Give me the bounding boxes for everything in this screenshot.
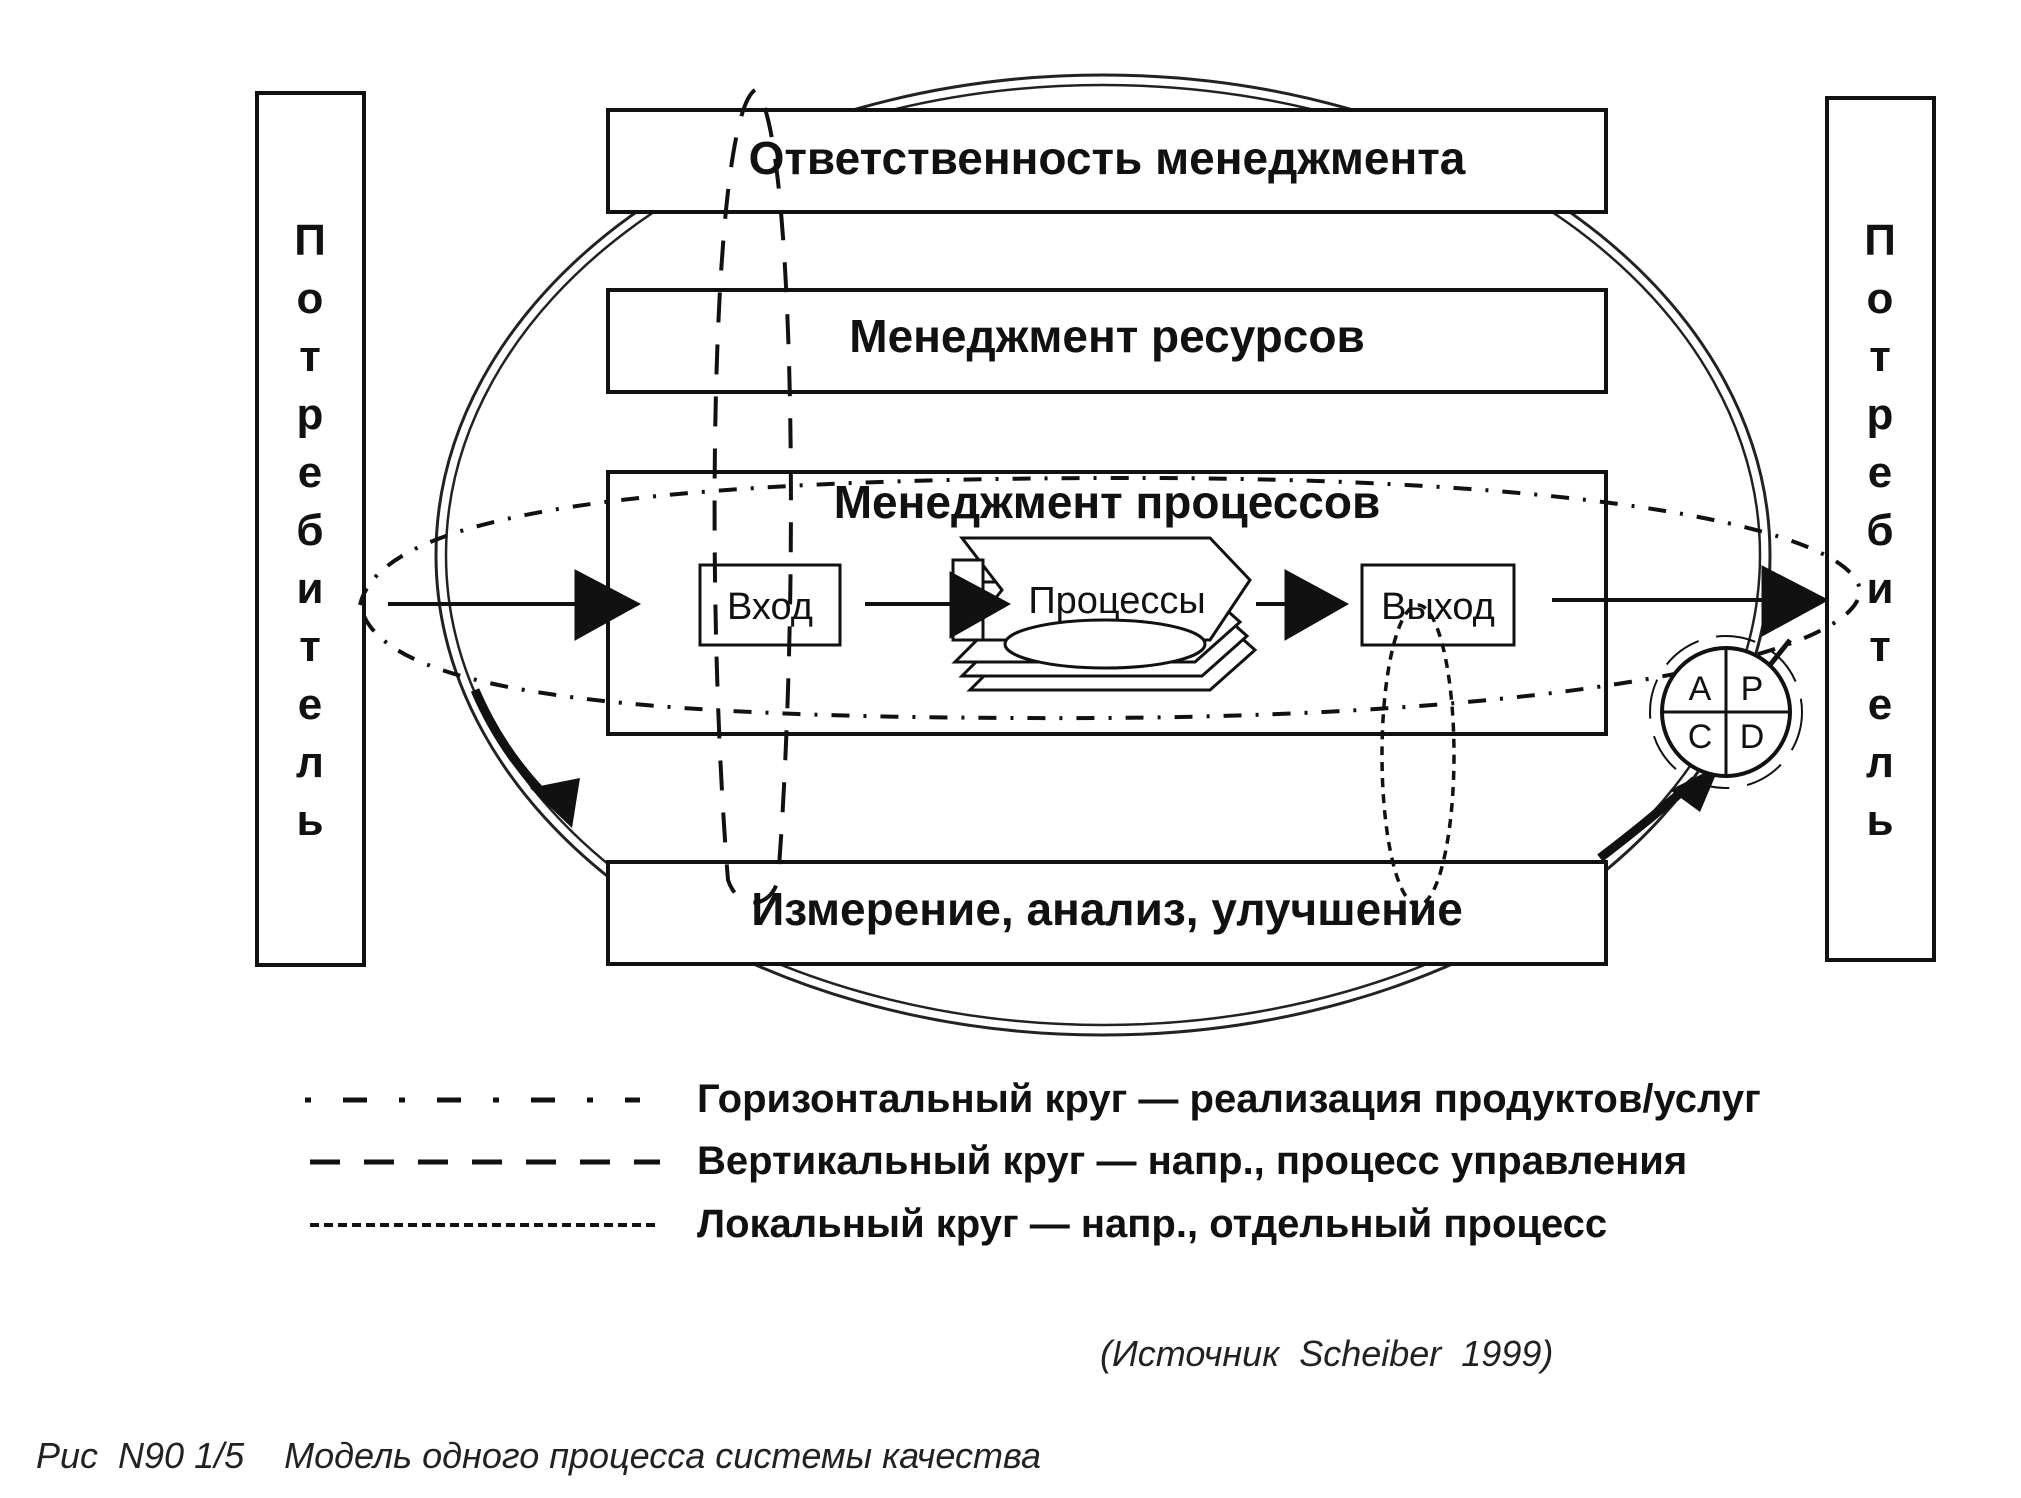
measurement-label: Измерение, анализ, улучшение xyxy=(751,883,1463,935)
customer-letter: т xyxy=(1869,332,1891,381)
local-loop xyxy=(1380,603,1456,907)
process-local-ellipse xyxy=(1003,618,1207,670)
customer-letter: П xyxy=(1864,216,1896,265)
customer-letter: и xyxy=(1866,564,1893,613)
input-label: Вход xyxy=(727,586,813,628)
customer-letter: т xyxy=(299,622,321,671)
customer-letter: П xyxy=(294,216,326,265)
management-responsibility-label: Ответственность менеджмента xyxy=(749,132,1466,184)
legend-label-vertical: Вертикальный круг — напр., процесс управ… xyxy=(697,1139,1687,1183)
customer-letter: т xyxy=(1869,622,1891,671)
customer-letter: л xyxy=(296,738,324,787)
customer-letter: е xyxy=(1868,448,1892,497)
customer-letter: ь xyxy=(1866,796,1893,845)
processes-stack: Процессы xyxy=(951,536,1258,692)
legend-item-local: Локальный круг — напр., отдельный процес… xyxy=(310,1202,1607,1246)
processes-label: Процессы xyxy=(1028,580,1205,622)
figure-caption: Рис N90 1/5 Модель одного процесса систе… xyxy=(36,1435,1041,1476)
input-box: Вход xyxy=(698,563,842,647)
resource-management-label: Менеджмент ресурсов xyxy=(849,310,1364,362)
customer-letter: о xyxy=(297,274,324,323)
pdca-p: P xyxy=(1741,670,1764,708)
management-responsibility-block: Ответственность менеджмента xyxy=(606,108,1608,214)
vertical-loop xyxy=(712,87,793,905)
customer-letter: и xyxy=(296,564,323,613)
customer-letter: ь xyxy=(296,796,323,845)
horizontal-loop xyxy=(357,475,1863,721)
pdca-c: C xyxy=(1688,718,1713,756)
customer-letter: е xyxy=(298,448,322,497)
pdca-a: A xyxy=(1689,670,1712,708)
legend-label-local: Локальный круг — напр., отдельный процес… xyxy=(697,1202,1607,1246)
legend-item-horizontal: Горизонтальный круг — реализация продукт… xyxy=(305,1077,1761,1121)
customer-letter: е xyxy=(298,680,322,729)
ellipse-arrows xyxy=(470,638,1792,862)
legend-label-horizontal: Горизонтальный круг — реализация продукт… xyxy=(697,1077,1761,1121)
measurement-block: Измерение, анализ, улучшение xyxy=(606,860,1608,966)
customer-letter: е xyxy=(1868,680,1892,729)
customer-letter: о xyxy=(1867,274,1894,323)
source-note: (Источник Scheiber 1999) xyxy=(1100,1333,1553,1374)
customer-letter: б xyxy=(1866,506,1893,555)
output-label: Выход xyxy=(1381,586,1495,628)
customer-letter: т xyxy=(299,332,321,381)
flow-arrows xyxy=(388,565,1830,641)
outer-ellipse xyxy=(434,73,1772,1037)
legend: Горизонтальный круг — реализация продукт… xyxy=(305,1077,1761,1246)
resource-management-block: Менеджмент ресурсов xyxy=(606,288,1608,394)
customer-letter: р xyxy=(1867,390,1894,439)
customer-letter: л xyxy=(1866,738,1894,787)
customer-letter: р xyxy=(297,390,324,439)
customer-letter: б xyxy=(296,506,323,555)
legend-item-vertical: Вертикальный круг — напр., процесс управ… xyxy=(310,1139,1687,1183)
pdca-d: D xyxy=(1740,718,1765,756)
pdca-circle: A P C D xyxy=(1649,635,1803,789)
process-management-label: Менеджмент процессов xyxy=(834,476,1381,528)
